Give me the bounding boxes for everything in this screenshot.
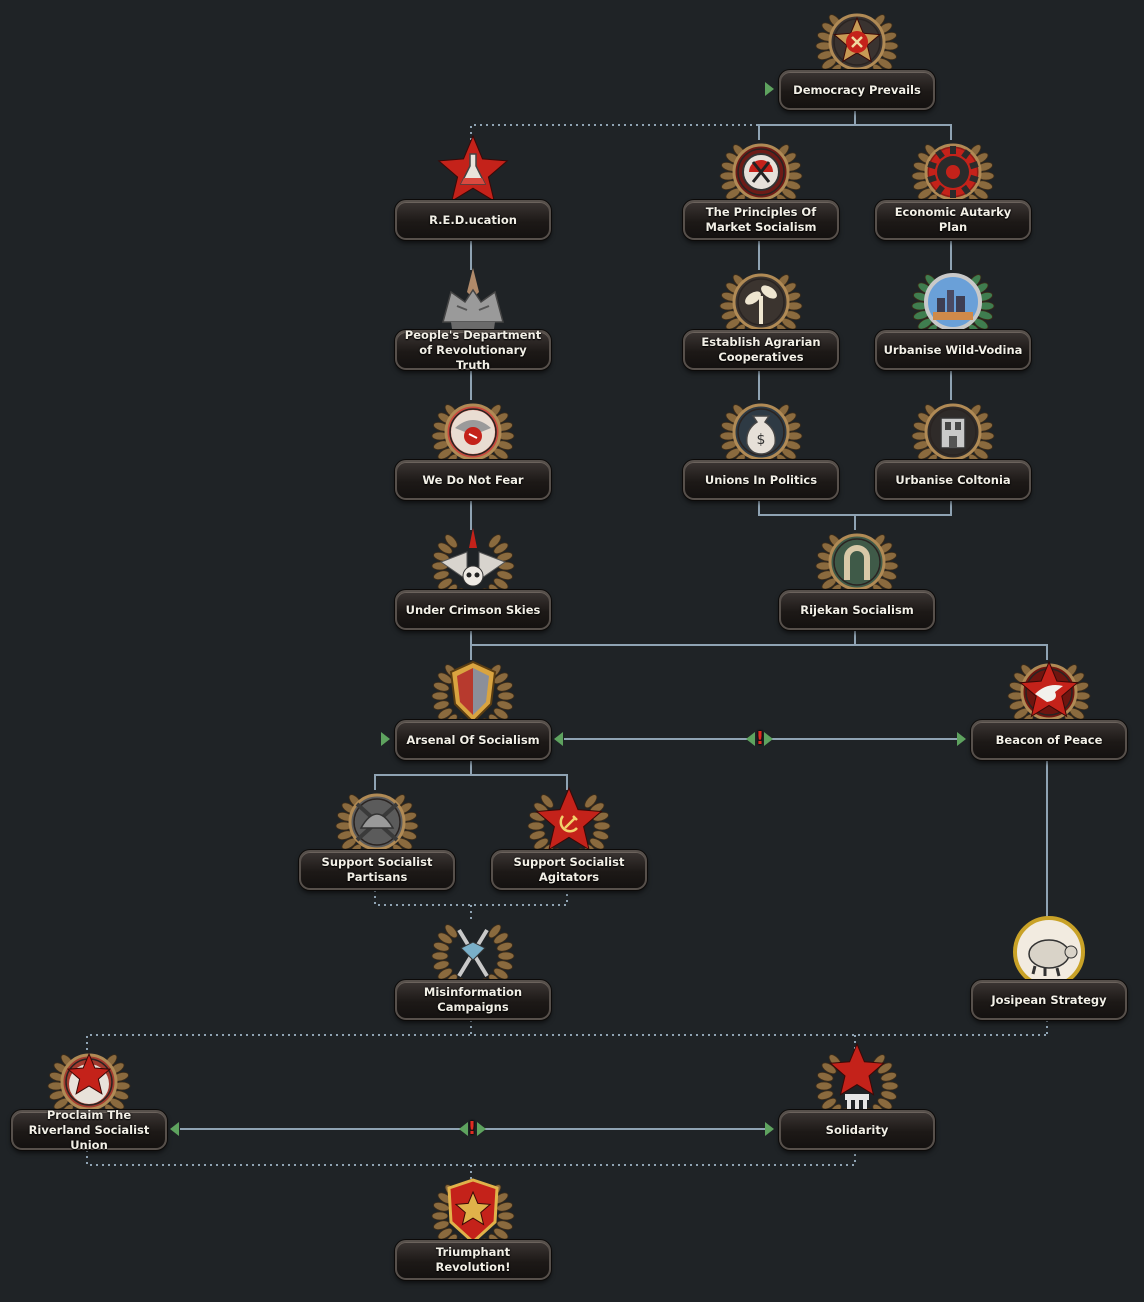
focus-name: Arsenal Of Socialism bbox=[406, 732, 540, 747]
available-triangle-icon bbox=[477, 1122, 486, 1136]
tortoise-icon bbox=[1007, 912, 1091, 996]
focus-urbanise-coltonia[interactable]: Urbanise Coltonia bbox=[875, 392, 1031, 522]
focus-label-plate: Establish Agrarian Cooperatives bbox=[683, 330, 839, 370]
exclusive-warning-icon: ! bbox=[467, 1118, 477, 1139]
available-triangle-icon bbox=[381, 732, 390, 746]
focus-peoples-department[interactable]: People's Department of Revolutionary Tru… bbox=[395, 262, 551, 392]
focus-label-plate: Economic Autarky Plan bbox=[875, 200, 1031, 240]
focus-label-plate: Democracy Prevails bbox=[779, 70, 935, 110]
focus-label-plate: Urbanise Wild-Vodina bbox=[875, 330, 1031, 370]
red-star-flask-icon bbox=[431, 132, 515, 216]
market-socialism-icon bbox=[719, 132, 803, 217]
svg-text:$: $ bbox=[757, 432, 766, 448]
focus-establish-agrarian[interactable]: Establish Agrarian Cooperatives bbox=[683, 262, 839, 392]
focus-proclaim-riverland[interactable]: Proclaim The Riverland Socialist Union bbox=[11, 1042, 167, 1172]
focus-label-plate: Support Socialist Agitators bbox=[491, 850, 647, 890]
focus-name: Solidarity bbox=[825, 1122, 889, 1137]
focus-name: Economic Autarky Plan bbox=[894, 205, 1012, 234]
focus-name: The Principles Of Market Socialism bbox=[705, 205, 817, 234]
focus-name: Rijekan Socialism bbox=[800, 602, 914, 617]
focus-unions-in-politics[interactable]: $ Unions In Politics bbox=[683, 392, 839, 522]
optional-prerequisite-link bbox=[86, 1150, 856, 1166]
city-skyline-icon bbox=[911, 262, 995, 347]
focus-label-plate: People's Department of Revolutionary Tru… bbox=[395, 327, 551, 372]
focus-label-plate: We Do Not Fear bbox=[395, 460, 551, 500]
focus-label-plate: Urbanise Coltonia bbox=[875, 460, 1031, 500]
focus-label-plate: Josipean Strategy bbox=[971, 980, 1127, 1020]
available-triangle-icon bbox=[746, 732, 755, 746]
focus-name: Triumphant Revolution! bbox=[435, 1245, 511, 1274]
available-triangle-icon bbox=[459, 1122, 468, 1136]
available-triangle-icon bbox=[764, 732, 773, 746]
focus-support-socialist-partisans[interactable]: Support Socialist Partisans bbox=[299, 782, 455, 912]
focus-rijekan-socialism[interactable]: Rijekan Socialism bbox=[779, 522, 935, 652]
compass-star-hammer-icon bbox=[815, 2, 899, 87]
focus-name: Establish Agrarian Cooperatives bbox=[701, 335, 821, 364]
focus-triumphant-revolution[interactable]: Triumphant Revolution! bbox=[395, 1172, 551, 1302]
focus-principles-market-socialism[interactable]: The Principles Of Market Socialism bbox=[683, 132, 839, 262]
focus-label-plate: Beacon of Peace bbox=[971, 720, 1127, 760]
prerequisite-link bbox=[471, 644, 1048, 660]
focus-arsenal-of-socialism[interactable]: Arsenal Of Socialism bbox=[395, 652, 551, 782]
focus-name: Support Socialist Partisans bbox=[321, 855, 433, 884]
focus-name: We Do Not Fear bbox=[422, 472, 524, 487]
focus-label-plate: Misinformation Campaigns bbox=[395, 980, 551, 1020]
prerequisite-link bbox=[758, 124, 952, 140]
prerequisite-link bbox=[374, 774, 568, 790]
focus-name: Urbanise Coltonia bbox=[895, 472, 1011, 487]
focus-label-plate: Solidarity bbox=[779, 1110, 935, 1150]
focus-beacon-of-peace[interactable]: Beacon of Peace bbox=[971, 652, 1127, 782]
available-triangle-icon bbox=[957, 732, 966, 746]
focus-label-plate: The Principles Of Market Socialism bbox=[683, 200, 839, 240]
focus-label-plate: Proclaim The Riverland Socialist Union bbox=[11, 1107, 167, 1152]
focus-name: People's Department of Revolutionary Tru… bbox=[404, 327, 542, 372]
focus-name: Urbanise Wild-Vodina bbox=[883, 342, 1023, 357]
available-triangle-icon bbox=[170, 1122, 179, 1136]
available-triangle-icon bbox=[765, 82, 774, 96]
focus-economic-autarky-plan[interactable]: Economic Autarky Plan bbox=[875, 132, 1031, 262]
focus-urbanise-wild-vodina[interactable]: Urbanise Wild-Vodina bbox=[875, 262, 1031, 392]
focus-label-plate: Triumphant Revolution! bbox=[395, 1240, 551, 1280]
focus-name: Unions In Politics bbox=[704, 472, 818, 487]
focus-support-socialist-agitators[interactable]: Support Socialist Agitators bbox=[491, 782, 647, 912]
optional-prerequisite-link bbox=[374, 890, 568, 906]
exclusive-warning-icon: ! bbox=[755, 728, 765, 749]
focus-name: Democracy Prevails bbox=[793, 82, 921, 97]
dove-star-icon bbox=[1007, 652, 1091, 737]
focus-name: Support Socialist Agitators bbox=[513, 855, 625, 884]
focus-name: Proclaim The Riverland Socialist Union bbox=[28, 1107, 150, 1152]
focus-under-crimson-skies[interactable]: Under Crimson Skies bbox=[395, 522, 551, 652]
focus-democracy-prevails[interactable]: Democracy Prevails bbox=[779, 2, 935, 132]
focus-name: R.E.D.ucation bbox=[429, 212, 517, 227]
focus-name: Misinformation Campaigns bbox=[423, 985, 523, 1014]
focus-reducation[interactable]: R.E.D.ucation bbox=[395, 132, 551, 262]
focus-name: Beacon of Peace bbox=[995, 732, 1103, 747]
focus-solidarity[interactable]: Solidarity bbox=[779, 1042, 935, 1172]
focus-label-plate: Unions In Politics bbox=[683, 460, 839, 500]
focus-label-plate: Arsenal Of Socialism bbox=[395, 720, 551, 760]
sprout-icon bbox=[719, 262, 803, 347]
focus-misinformation-campaigns[interactable]: Misinformation Campaigns bbox=[395, 912, 551, 1042]
focus-label-plate: Rijekan Socialism bbox=[779, 590, 935, 630]
available-triangle-icon bbox=[554, 732, 563, 746]
focus-label-plate: Under Crimson Skies bbox=[395, 590, 551, 630]
optional-prerequisite-link bbox=[86, 1034, 1047, 1050]
focus-label-plate: Support Socialist Partisans bbox=[299, 850, 455, 890]
focus-name: Under Crimson Skies bbox=[405, 602, 541, 617]
focus-josipean-strategy[interactable]: Josipean Strategy bbox=[971, 912, 1127, 1042]
focus-we-do-not-fear[interactable]: We Do Not Fear bbox=[395, 392, 551, 522]
available-triangle-icon bbox=[765, 1122, 774, 1136]
focus-label-plate: R.E.D.ucation bbox=[395, 200, 551, 240]
focus-name: Josipean Strategy bbox=[991, 992, 1107, 1007]
